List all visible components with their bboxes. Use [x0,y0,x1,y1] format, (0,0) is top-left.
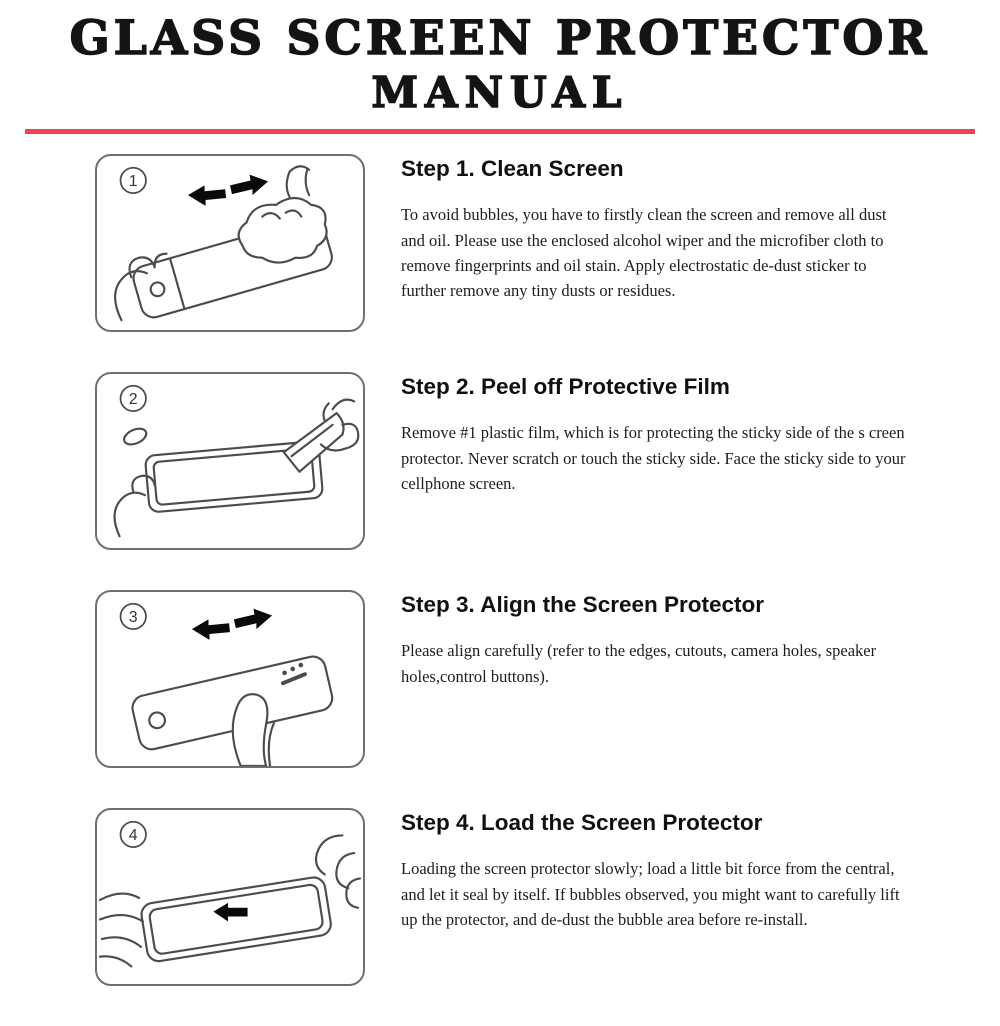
step-section-3: 3 Step 3. Align the Screen Protector Ple… [95,590,908,769]
step-section-4: 4 Step 4. Load the Screen Protector Load… [95,808,908,987]
step3-content: Step 3. Align the Screen Protector Pleas… [401,590,908,705]
step-number-badge: 4 [119,821,147,849]
manual-title: GLASS SCREEN PROTECTOR [69,11,931,66]
peeling-hand-icon [319,399,360,453]
manual-subtitle: MANUAL [371,68,629,118]
step4-title: Step 4. Load the Screen Protector [401,810,763,836]
manual-header: GLASS SCREEN PROTECTOR MANUAL [0,0,1000,135]
step1-illustration-box: 1 [95,154,365,333]
step4-illustration-box: 4 [95,808,365,987]
phone-icon [132,217,333,319]
title-divider [25,129,975,135]
svg-text:4: 4 [129,827,138,844]
press-direction-arrow-icon [213,903,248,922]
step2-body: Remove #1 plastic film, which is for pro… [401,423,906,493]
left-hand-icon [98,892,145,968]
cleaning-cloth-icon [237,165,328,265]
holding-hand-icon [113,428,156,538]
step3-title: Step 3. Align the Screen Protector [401,592,764,618]
steps-list: 1 Step 1. Clean Screen To avoid bubbles,… [0,134,1000,987]
right-hand-icon [314,834,362,910]
step2-peel-film-illustration-icon: 2 [113,385,360,538]
step3-body: Please align carefully (refer to the edg… [401,641,877,686]
step3-align-illustration-icon: 3 [119,603,334,767]
step4-body: Loading the screen protector slowly; loa… [401,859,900,929]
step3-illustration-box: 3 [95,590,365,769]
step-section-2: 2 Step 2. Peel off Protective Film Remov… [95,372,908,551]
step-number-badge: 1 [119,167,147,195]
step2-title: Step 2. Peel off Protective Film [401,374,730,400]
svg-text:1: 1 [129,173,138,190]
align-direction-arrows-icon [191,609,273,641]
step4-load-illustration-icon: 4 [98,821,362,968]
step1-title: Step 1. Clean Screen [401,156,624,182]
pressing-finger-icon [231,693,276,767]
step-number-badge: 2 [119,385,147,413]
wipe-direction-arrows-icon [187,175,269,207]
step-number-badge: 3 [119,603,147,631]
step1-content: Step 1. Clean Screen To avoid bubbles, y… [401,154,908,319]
step2-illustration-box: 2 [95,372,365,551]
step-section-1: 1 Step 1. Clean Screen To avoid bubbles,… [95,154,908,333]
step1-clean-screen-illustration-icon: 1 [114,165,333,322]
step4-content: Step 4. Load the Screen Protector Loadin… [401,808,908,948]
holding-hand-icon [114,253,168,322]
step1-body: To avoid bubbles, you have to firstly cl… [401,205,887,300]
svg-text:3: 3 [129,609,138,626]
phone-icon [140,876,332,963]
step2-content: Step 2. Peel off Protective Film Remove … [401,372,908,512]
svg-text:2: 2 [129,391,138,408]
